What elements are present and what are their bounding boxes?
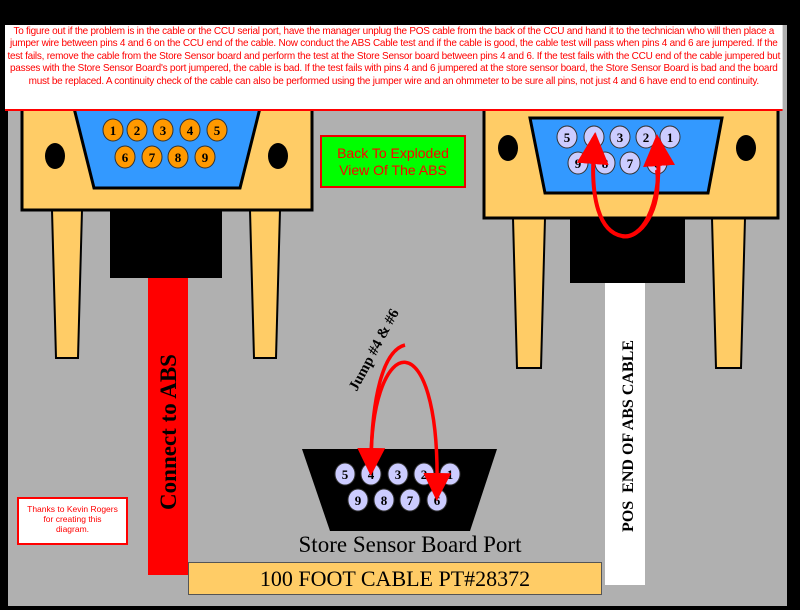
credits-box: Thanks to Kevin Rogers for creating this… <box>17 497 128 545</box>
port-body <box>302 449 497 531</box>
pin-label: 5 <box>214 123 221 138</box>
right-leg <box>710 217 747 369</box>
connector-port <box>70 98 264 190</box>
pin-label: 7 <box>627 156 634 171</box>
pin-label: 3 <box>160 123 167 138</box>
pin-label: 4 <box>591 130 598 145</box>
board-port-label: Store Sensor Board Port <box>299 532 523 557</box>
pin-label: 1 <box>110 123 117 138</box>
pin-5 <box>206 118 228 142</box>
top-bar <box>0 0 800 25</box>
pin-5 <box>334 462 356 486</box>
credits-line3: diagram. <box>55 524 90 534</box>
jumper-arrow <box>357 343 406 476</box>
pin-label: 9 <box>202 150 209 165</box>
button-label-line1: Back To Exploded <box>337 144 449 161</box>
pin-2 <box>126 118 148 142</box>
connector-boot <box>570 219 685 283</box>
store-sensor-board-port: 5 4 3 2 1 9 8 7 6 <box>302 343 497 531</box>
jumper-arrow <box>621 134 676 239</box>
ccu-connector-left: 1 2 3 4 5 6 7 8 9 <box>20 98 314 359</box>
pin-3 <box>387 462 409 486</box>
connector-boot <box>110 211 222 278</box>
credits-line1: Thanks to Kevin Rogers <box>27 504 118 514</box>
screw-hole <box>268 143 288 169</box>
pin-1 <box>102 118 124 142</box>
pin-8 <box>373 488 395 512</box>
pin-label: 9 <box>575 156 582 171</box>
right-leg <box>248 209 282 359</box>
pin-9 <box>347 488 369 512</box>
white-cable <box>605 283 645 585</box>
pin-label: 9 <box>355 493 362 508</box>
screw-hole <box>45 143 65 169</box>
pin-9 <box>194 145 216 169</box>
pin-label: 5 <box>564 130 571 145</box>
red-cable-label: Connect to ABS <box>156 354 181 510</box>
pin-label: 2 <box>643 130 650 145</box>
pin-label: 6 <box>122 150 129 165</box>
pin-label: 7 <box>149 150 156 165</box>
pin-label: 7 <box>407 493 414 508</box>
left-leg <box>50 209 84 359</box>
red-cable <box>148 278 188 575</box>
left-leg <box>511 217 547 369</box>
pin-label: 4 <box>187 123 194 138</box>
pin-label: 6 <box>434 493 441 508</box>
screw-hole <box>498 135 518 161</box>
pin-label: 8 <box>175 150 182 165</box>
bottom-bar <box>0 606 800 610</box>
pin-4 <box>179 118 201 142</box>
pin-7 <box>399 488 421 512</box>
pin-label: 3 <box>617 130 624 145</box>
pin-label: 1 <box>447 467 454 482</box>
pin-7 <box>619 151 641 175</box>
pin-label: 8 <box>381 493 388 508</box>
pin-6 <box>114 145 136 169</box>
pin-label: 8 <box>602 156 609 171</box>
instructions-text: To figure out if the problem is in the c… <box>5 25 783 111</box>
pin-label: 2 <box>134 123 141 138</box>
pin-7 <box>141 145 163 169</box>
pin-label: 3 <box>395 467 402 482</box>
cable-part-label: 100 FOOT CABLE PT#28372 <box>188 562 602 595</box>
pin-8 <box>167 145 189 169</box>
pin-label: 5 <box>342 467 349 482</box>
pin-label: 4 <box>368 467 375 482</box>
pin-3 <box>609 125 631 149</box>
pin-3 <box>152 118 174 142</box>
pin-label: 1 <box>667 130 674 145</box>
white-cable-label: POS END OF ABS CABLE <box>620 340 637 532</box>
button-label-line2: View Of The ABS <box>339 161 447 178</box>
pin-label: 2 <box>421 467 428 482</box>
screw-hole <box>736 135 756 161</box>
credits-line2: for creating this <box>43 514 102 524</box>
